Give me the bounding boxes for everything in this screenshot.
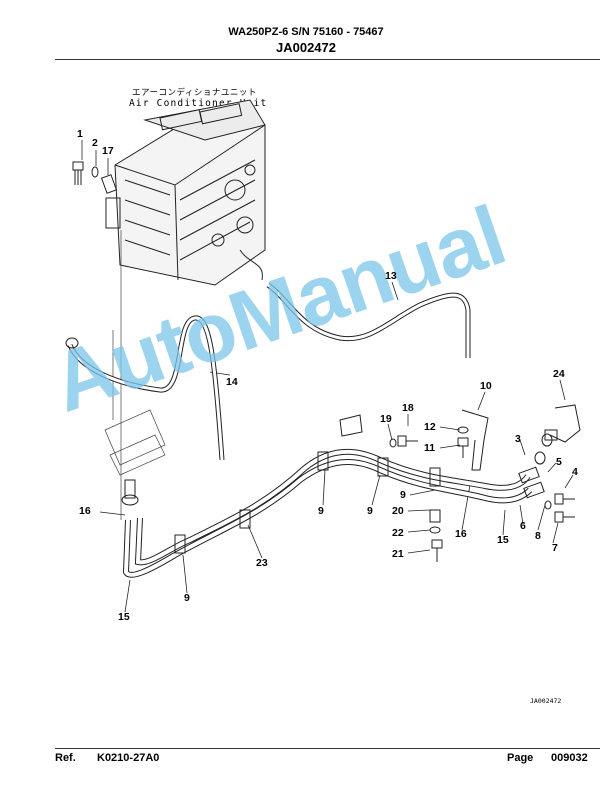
bracket-24 xyxy=(544,404,581,443)
callout-22: 22 xyxy=(392,527,404,539)
callout-9-d: 9 xyxy=(184,592,190,604)
callout-16-b: 16 xyxy=(79,505,91,517)
callout-4: 4 xyxy=(572,466,578,478)
drawing-code: JA002472 xyxy=(530,697,562,705)
reference-lines xyxy=(104,230,166,520)
unit-label-japanese: エアーコンディショナユニット xyxy=(132,88,257,98)
unit-label-english: Air Conditioner Unit xyxy=(129,98,268,109)
ref-label: Ref. xyxy=(55,752,76,764)
callout-9-c: 9 xyxy=(400,489,406,501)
callout-10: 10 xyxy=(480,380,492,392)
bracket-17 xyxy=(100,174,118,194)
hose-14-fitting xyxy=(65,337,79,349)
callout-1: 1 xyxy=(77,128,83,140)
hose-14-inner xyxy=(68,316,224,461)
callout-11: 11 xyxy=(424,442,436,454)
callout-16-a: 16 xyxy=(455,528,467,540)
bolts-21-11-18-4-7 xyxy=(389,426,575,562)
washer-2 xyxy=(91,166,99,178)
callout-17: 17 xyxy=(102,145,114,157)
callout-15-a: 15 xyxy=(497,534,509,546)
clamps-9 xyxy=(174,451,441,554)
callout-14: 14 xyxy=(226,376,238,388)
callout-2: 2 xyxy=(92,137,98,149)
page-number: 009032 xyxy=(551,752,588,764)
mount-bracket xyxy=(105,197,121,229)
bolt-1 xyxy=(72,161,84,185)
callout-24: 24 xyxy=(553,368,565,380)
model-title: WA250PZ-6 S/N 75160 - 75467 xyxy=(228,26,384,38)
callout-20: 20 xyxy=(392,505,404,517)
ref-value: K0210-27A0 xyxy=(97,752,160,764)
page-label: Page xyxy=(507,752,534,764)
hose-13-inner xyxy=(267,283,470,358)
callout-3: 3 xyxy=(515,433,521,445)
callout-19: 19 xyxy=(380,413,392,425)
callout-9-b: 9 xyxy=(367,505,373,517)
part-group-code: JA002472 xyxy=(276,40,336,55)
callout-8: 8 xyxy=(535,530,541,542)
callout-13: 13 xyxy=(385,270,397,282)
callout-23: 23 xyxy=(256,557,268,569)
callout-5: 5 xyxy=(556,456,562,468)
bracket-10 xyxy=(461,409,489,471)
callout-15-b: 15 xyxy=(118,611,130,623)
fittings-3-6 xyxy=(518,433,553,499)
misc-brackets xyxy=(121,414,363,506)
callout-18: 18 xyxy=(402,402,414,414)
header-divider xyxy=(55,59,600,60)
footer-divider xyxy=(55,748,600,749)
callout-7: 7 xyxy=(552,542,558,554)
hose-15-16 xyxy=(122,448,533,578)
callout-21: 21 xyxy=(392,548,404,560)
callout-12: 12 xyxy=(424,421,436,433)
air-conditioner-unit xyxy=(114,99,266,286)
callout-9-a: 9 xyxy=(318,505,324,517)
leader-lines xyxy=(81,140,574,613)
callout-6: 6 xyxy=(520,520,526,532)
